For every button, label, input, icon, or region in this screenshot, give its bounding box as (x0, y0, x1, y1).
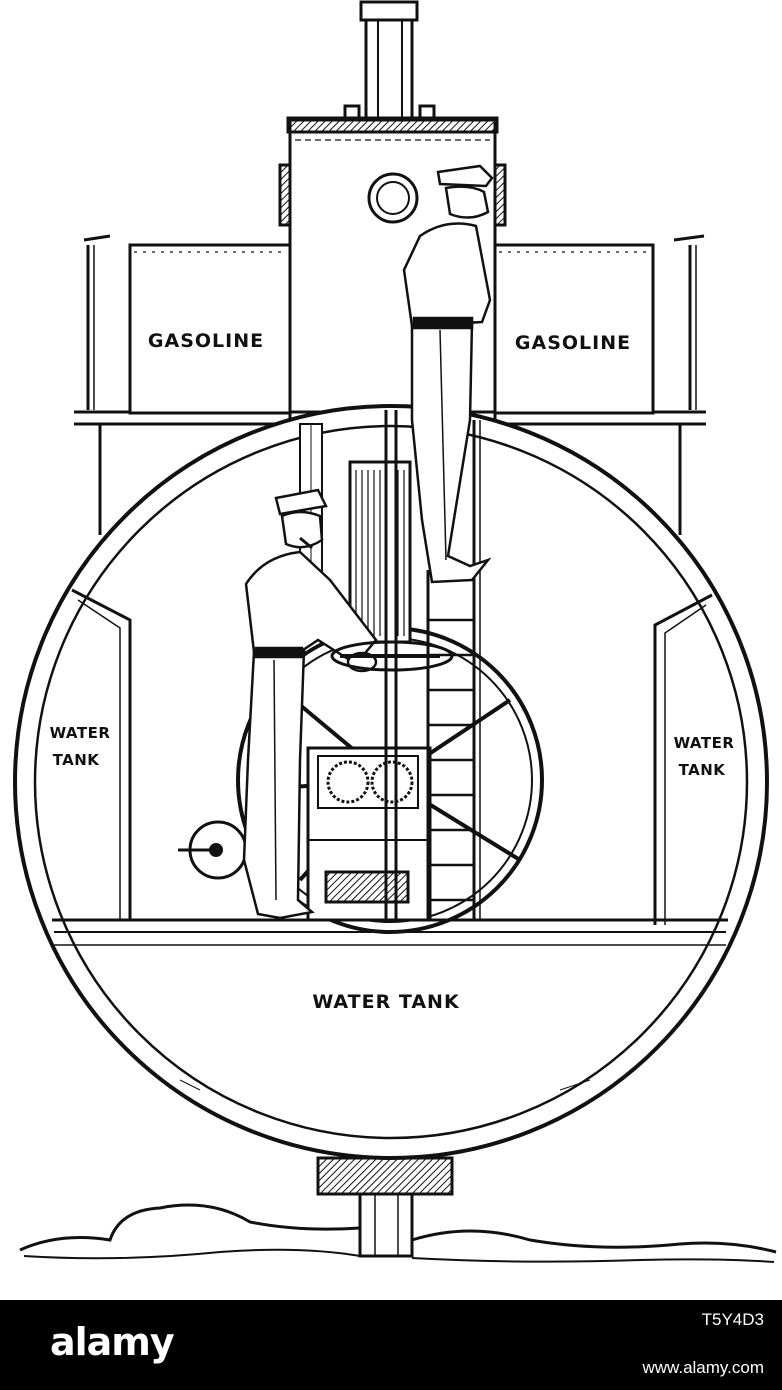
sailor-at-wheel-figure (242, 488, 378, 920)
periscope-tube (343, 0, 436, 122)
control-handle (330, 640, 454, 672)
water-tank-right-label-line1: WATER (674, 734, 735, 752)
center-shaft (384, 410, 398, 920)
water-tank-right: WATER TANK (653, 593, 735, 925)
sailor-on-ladder-figure (402, 164, 494, 584)
watermark-url: www.alamy.com (642, 1358, 764, 1377)
water-tank-bottom-label: WATER TANK (312, 991, 460, 1013)
watermark-bar: alamy T5Y4D3 www.alamy.com (0, 1300, 782, 1390)
gasoline-tank-right: GASOLINE (493, 243, 655, 415)
keel (316, 1156, 454, 1258)
ladder (426, 420, 481, 920)
gasoline-left-label: GASOLINE (148, 330, 264, 352)
water-tank-left-label-line1: WATER (50, 724, 111, 742)
water-tank-left-label-line2: TANK (53, 751, 101, 769)
engine-housing (299, 423, 432, 922)
water-tank-left: WATER TANK (50, 588, 132, 920)
gasoline-right-label: GASOLINE (515, 332, 631, 354)
gasoline-tank-left: GASOLINE (128, 243, 292, 415)
pulley-wheel (178, 820, 248, 880)
watermark-logo: alamy (50, 1320, 175, 1364)
ground (19, 1203, 777, 1263)
water-tank-right-label-line2: TANK (679, 761, 727, 779)
watermark-image-id: T5Y4D3 (701, 1310, 764, 1329)
porthole (367, 172, 419, 224)
submarine-cross-section-illustration: GASOLINE GASOLINE WATER TANK WATER TANK (13, 0, 777, 1263)
